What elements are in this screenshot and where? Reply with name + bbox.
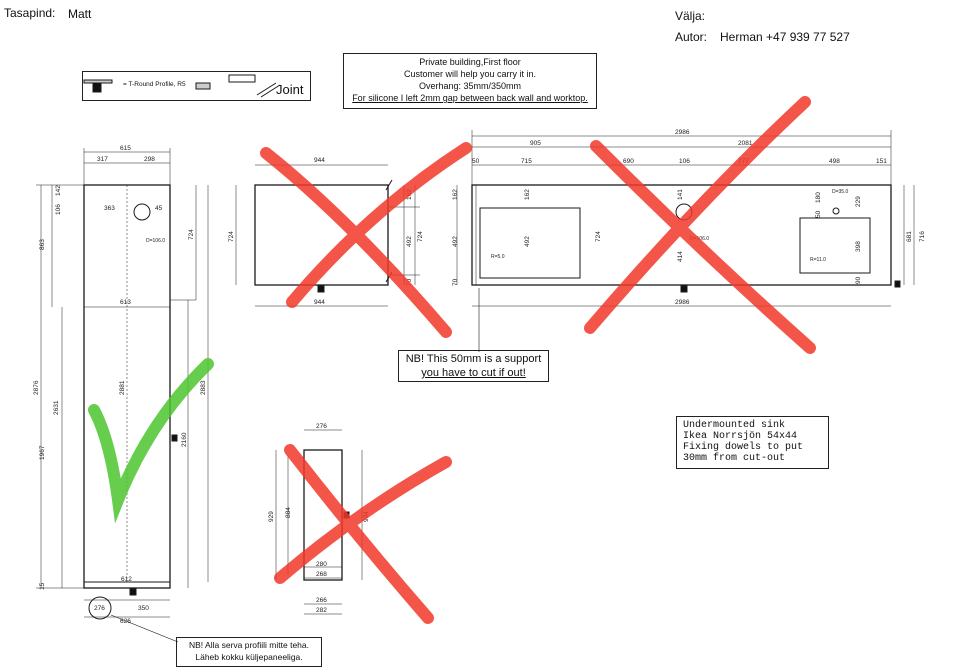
cross-c-stroke-2 (584, 96, 811, 334)
dim-c-724: 724 (595, 231, 602, 242)
dim-c-492: 492 (452, 236, 459, 247)
dim-c-50b: 50 (815, 210, 822, 218)
valja-label: Välja: (675, 9, 706, 23)
dim-a-106: 106 (55, 204, 62, 215)
dim-d-929: 929 (268, 511, 275, 522)
radius-right-label: R=11.0 (810, 257, 826, 263)
dim-a-2876: 2876 (33, 380, 40, 395)
sink-line-3: Fixing dowels to put (683, 442, 804, 453)
dim-c-414: 414 (677, 251, 684, 262)
dim-d-282: 282 (316, 607, 327, 614)
dimension-labels: 615 317 298 363 45 142 106 863 2876 2631… (33, 129, 926, 625)
dim-b-724b: 724 (417, 231, 424, 242)
legend-joint-text: Joint (276, 82, 304, 97)
dim-a-2883: 2883 (200, 380, 207, 395)
radius-left-label: R=5.0 (491, 254, 505, 260)
dim-c-398: 398 (855, 241, 862, 252)
dim-c-2986: 2986 (675, 129, 690, 136)
author-label: Autor: (675, 30, 708, 44)
profile-line-2: Läheb kokku küljepaneeliga. (195, 652, 303, 662)
support-line-2: you have to cut if out! (421, 367, 526, 379)
dim-a-142: 142 (55, 185, 62, 196)
dim-a-45: 45 (155, 205, 163, 212)
legend-joint-symbol (228, 74, 281, 98)
info-line-4: For silicone I left 2mm gap between back… (352, 93, 588, 103)
dim-a-863: 863 (39, 239, 46, 250)
dim-c-498: 498 (829, 158, 840, 165)
profile-line-1: NB! Alla serva profiili mitte teha. (189, 640, 309, 650)
cross-b-stroke-2 (286, 142, 472, 308)
legend-profile-text: = T-Round Profile, R5 (123, 81, 186, 88)
profile-note: NB! Alla serva profiili mitte teha. Lähe… (176, 637, 322, 667)
piece-c-panel (456, 130, 915, 352)
support-note: NB! This 50mm is a support you have to c… (398, 350, 549, 382)
dim-a-613: 613 (120, 299, 131, 306)
dim-d-268: 268 (316, 571, 327, 578)
dim-a-615: 615 (120, 145, 131, 152)
cross-d-stroke-2 (274, 456, 452, 584)
dim-c-690: 690 (623, 158, 634, 165)
cross-d-stroke-1 (284, 444, 434, 624)
dim-b-944b: 944 (314, 299, 325, 306)
worktop-label: Tasapind: (4, 6, 56, 20)
dim-c-681: 681 (906, 231, 913, 242)
dim-b-944: 944 (314, 157, 325, 164)
dim-c-162: 162 (452, 189, 459, 200)
dim-c-716: 716 (919, 231, 926, 242)
dim-a-276: 276 (94, 605, 105, 612)
dim-c-715: 715 (521, 158, 532, 165)
dim-a-298: 298 (144, 156, 155, 163)
dim-c-151: 151 (876, 158, 887, 165)
dim-a-2631: 2631 (53, 400, 60, 415)
dim-d-884: 884 (285, 507, 292, 518)
dim-a-2881: 2881 (119, 380, 126, 395)
dim-d-266: 266 (316, 597, 327, 604)
info-line-1: Private building,First floor (419, 57, 521, 67)
dim-a-724: 724 (188, 229, 195, 240)
legend-profile-symbol (83, 79, 211, 93)
hole-a-label: D=106.0 (146, 238, 165, 244)
support-line-1: NB! This 50mm is a support (405, 353, 542, 365)
dim-c-2081: 2081 (738, 140, 753, 147)
dim-a-1967: 1967 (39, 445, 46, 460)
sink-line-2: Ikea Norrsjön 54x44 (683, 431, 798, 442)
dim-c-90: 90 (855, 276, 862, 284)
dim-c-70: 70 (452, 278, 459, 286)
check-mark (88, 358, 214, 524)
cross-c-stroke-1 (590, 140, 816, 354)
info-note: Private building,First floor Customer wi… (343, 53, 597, 109)
dim-a-2160: 2160 (181, 432, 188, 447)
small-hole-label: D=35.0 (832, 189, 848, 195)
dim-b-724: 724 (228, 231, 235, 242)
dim-a-626: 626 (120, 618, 131, 625)
info-line-3: Overhang: 35mm/350mm (418, 81, 522, 91)
dim-c-50: 50 (472, 158, 480, 165)
dim-c-905: 905 (530, 140, 541, 147)
dim-a-363: 363 (104, 205, 115, 212)
dim-c-229: 229 (855, 196, 862, 207)
dim-c-2986b: 2986 (675, 299, 690, 306)
piece-b-panel (235, 164, 420, 307)
dim-b-492: 492 (406, 236, 413, 247)
info-line-2: Customer will help you carry it in. (403, 69, 537, 79)
dim-c-492b: 492 (524, 236, 531, 247)
dim-d-280: 280 (316, 561, 327, 568)
worktop-value: Matt (68, 7, 92, 21)
dim-c-162b: 162 (524, 189, 531, 200)
dim-a-317: 317 (97, 156, 108, 163)
dim-a-350: 350 (138, 605, 149, 612)
dim-c-180: 180 (815, 192, 822, 203)
author-value: Herman +47 939 77 527 (720, 30, 850, 44)
dim-d-276: 276 (316, 423, 327, 430)
dim-a-612: 612 (121, 576, 132, 583)
piece-a-panel (36, 148, 209, 643)
sink-line-4: 30mm from cut-out (683, 453, 786, 464)
cross-marks (260, 96, 816, 624)
sink-line-1: Undermounted sink (683, 420, 786, 431)
dim-a-15: 15 (39, 582, 46, 590)
dim-c-141: 141 (677, 189, 684, 200)
dim-c-106: 106 (679, 158, 690, 165)
